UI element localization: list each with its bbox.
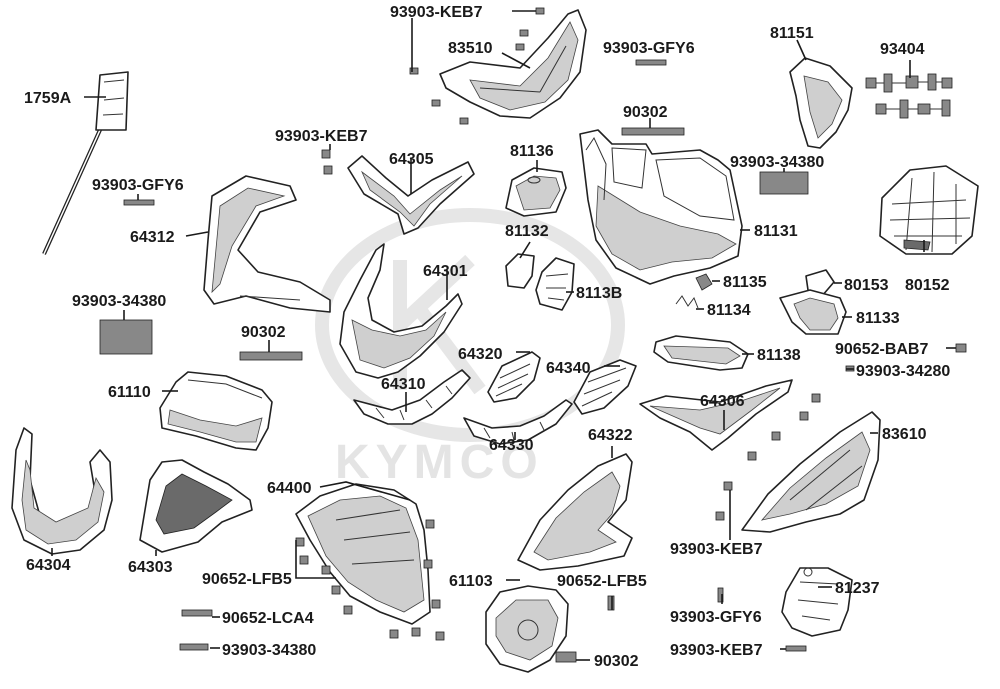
- label-93903-keb7-mid: 93903-KEB7: [275, 128, 368, 145]
- part-81237: [781, 567, 853, 637]
- label-81132: 81132: [505, 223, 549, 240]
- part-61110: [159, 371, 273, 451]
- part-81132: [505, 253, 535, 289]
- part-83610-side-panel: [741, 411, 881, 533]
- part-80153: [805, 269, 835, 297]
- part-80152-rack: [879, 165, 979, 255]
- label-64305: 64305: [389, 151, 434, 168]
- label-64330: 64330: [489, 437, 534, 454]
- label-90652-bab7: 90652-BAB7: [835, 341, 928, 358]
- hardware-clips: [99, 7, 967, 663]
- part-64322: [517, 453, 633, 571]
- part-64303: [139, 459, 253, 553]
- label-93903-keb7-right: 93903-KEB7: [670, 541, 763, 558]
- part-81134: [675, 295, 699, 309]
- label-64303: 64303: [128, 559, 173, 576]
- part-81133: [779, 289, 847, 335]
- label-64400: 64400: [267, 480, 312, 497]
- label-81151: 81151: [770, 25, 814, 42]
- label-61110: 61110: [108, 384, 151, 401]
- label-93903-34280: 93903-34280: [856, 363, 950, 380]
- label-64340: 64340: [546, 360, 591, 377]
- label-90302-left: 90302: [241, 324, 286, 341]
- watermark-brand: KYMCO: [335, 436, 544, 489]
- part-64330: [463, 399, 573, 445]
- label-81131: 81131: [754, 223, 798, 240]
- label-90652-lca4: 90652-LCA4: [222, 610, 314, 627]
- label-80153: 80153: [844, 277, 889, 294]
- part-64305: [347, 155, 475, 235]
- label-93903-34380-right: 93903-34380: [730, 154, 824, 171]
- label-64312: 64312: [130, 229, 175, 246]
- label-90302-bottom: 90302: [594, 653, 639, 670]
- label-81134: 81134: [707, 302, 751, 319]
- label-64320: 64320: [458, 346, 503, 363]
- part-64301-front-cover: [339, 243, 463, 379]
- label-64322: 64322: [588, 427, 633, 444]
- label-8113b: 8113B: [576, 285, 622, 302]
- label-90302-top: 90302: [623, 104, 668, 121]
- part-81135: [695, 273, 713, 291]
- label-90652-lfb5-mid: 90652-LFB5: [557, 573, 647, 590]
- label-93903-34380-left: 93903-34380: [72, 293, 166, 310]
- label-81138: 81138: [757, 347, 801, 364]
- label-64301: 64301: [423, 263, 468, 280]
- part-1759a-rod: [42, 71, 129, 255]
- part-64340: [573, 359, 637, 415]
- label-81237: 81237: [835, 580, 880, 597]
- label-83610: 83610: [882, 426, 927, 443]
- label-81135: 81135: [723, 274, 767, 291]
- part-81136: [505, 167, 567, 217]
- part-labels: 93903-KEB7 83510 93903-GFY6 81151 93404 …: [24, 4, 950, 670]
- label-93903-gfy6-bottom: 93903-GFY6: [670, 609, 762, 626]
- part-81131-inner-panel: [579, 129, 743, 285]
- part-61103: [485, 585, 569, 673]
- part-81151: [789, 57, 853, 149]
- label-64310: 64310: [381, 376, 426, 393]
- part-64306: [639, 379, 793, 451]
- label-81133: 81133: [856, 310, 900, 327]
- part-8113b: [535, 257, 575, 311]
- label-93903-gfy6-top: 93903-GFY6: [603, 40, 695, 57]
- label-93903-keb7-top: 93903-KEB7: [390, 4, 483, 21]
- label-83510: 83510: [448, 40, 493, 57]
- label-80152: 80152: [905, 277, 950, 294]
- label-93903-gfy6-left: 93903-GFY6: [92, 177, 184, 194]
- label-81136: 81136: [510, 143, 554, 160]
- leader-lines: [51, 10, 956, 661]
- label-64304: 64304: [26, 557, 71, 574]
- part-64312-side-cover: [203, 175, 331, 313]
- label-1759a: 1759A: [24, 90, 72, 107]
- label-93903-34380-bottom: 93903-34380: [222, 642, 316, 659]
- part-81138: [653, 335, 749, 371]
- part-64310: [353, 369, 471, 425]
- label-64306: 64306: [700, 393, 745, 410]
- label-90652-lfb5-left: 90652-LFB5: [202, 571, 292, 588]
- part-83510-cover: [439, 9, 587, 119]
- label-61103: 61103: [449, 573, 493, 590]
- part-64320: [487, 351, 541, 403]
- part-64304: [11, 427, 113, 555]
- part-64400-windscreen: [295, 483, 431, 625]
- part-93404-bolt-set: [865, 73, 953, 119]
- label-93404: 93404: [880, 41, 925, 58]
- label-93903-keb7-bottom: 93903-KEB7: [670, 642, 763, 659]
